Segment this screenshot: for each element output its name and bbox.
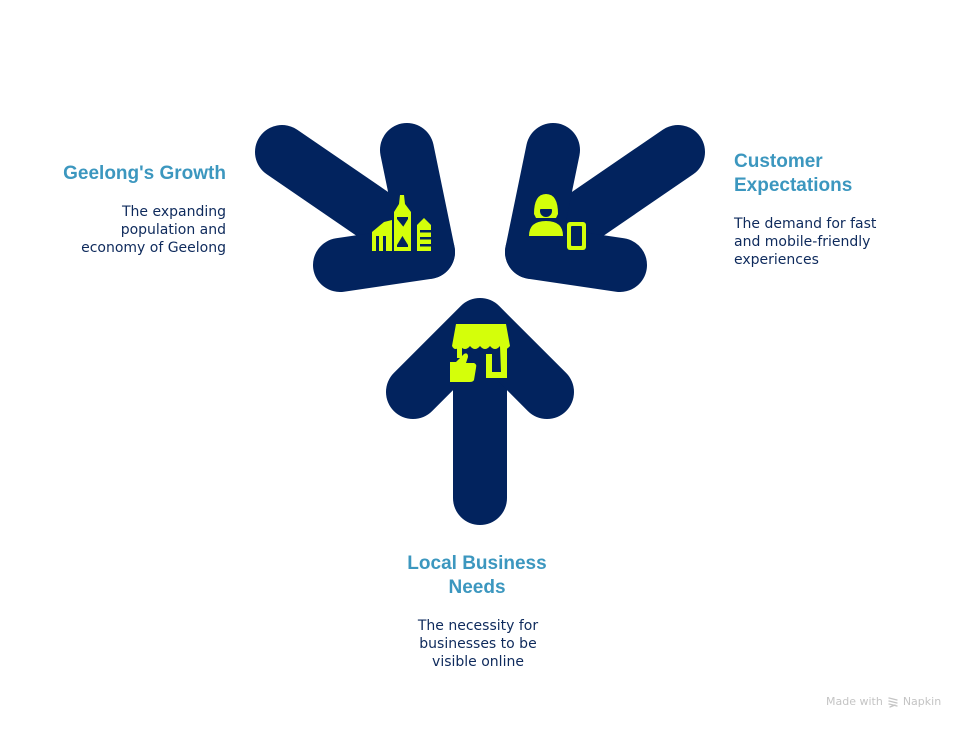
description-line: population and bbox=[120, 222, 226, 238]
title-line: Local Business bbox=[407, 553, 547, 574]
description-line: economy of Geelong bbox=[81, 240, 226, 256]
geelongs-growth-title: Geelong's Growth bbox=[63, 163, 226, 184]
napkin-brand-label: Napkin bbox=[902, 695, 942, 708]
description-line: The necessity for bbox=[417, 618, 539, 634]
made-with-label: Made with bbox=[826, 695, 883, 708]
description-line: The demand for fast bbox=[734, 216, 877, 232]
customer-expectations-description: The demand for fast and mobile-friendly … bbox=[734, 215, 934, 269]
arrow-local-business-needs bbox=[386, 298, 574, 525]
title-line: Needs bbox=[448, 577, 506, 598]
napkin-logo-icon bbox=[888, 696, 898, 708]
geelongs-growth-description: The expanding population and economy of … bbox=[30, 203, 226, 257]
description-line: and mobile-friendly bbox=[734, 234, 871, 250]
customer-expectations-title: Customer Expectations bbox=[734, 150, 934, 198]
description-line: experiences bbox=[734, 252, 819, 268]
description-line: businesses to be bbox=[419, 636, 537, 652]
city-buildings-icon bbox=[372, 195, 431, 251]
person-with-phone-icon bbox=[529, 194, 586, 250]
storefront-thumbs-up-icon bbox=[450, 324, 510, 382]
title-line: Expectations bbox=[734, 175, 853, 196]
local-business-needs-description: The necessity for businesses to be visib… bbox=[380, 617, 576, 671]
description-line: visible online bbox=[432, 654, 524, 670]
description-line: The expanding bbox=[121, 204, 226, 220]
local-business-needs-title: Local Business Needs bbox=[380, 552, 574, 600]
made-with-napkin-footer[interactable]: Made with Napkin bbox=[826, 695, 941, 708]
title-line: Customer bbox=[734, 151, 823, 172]
